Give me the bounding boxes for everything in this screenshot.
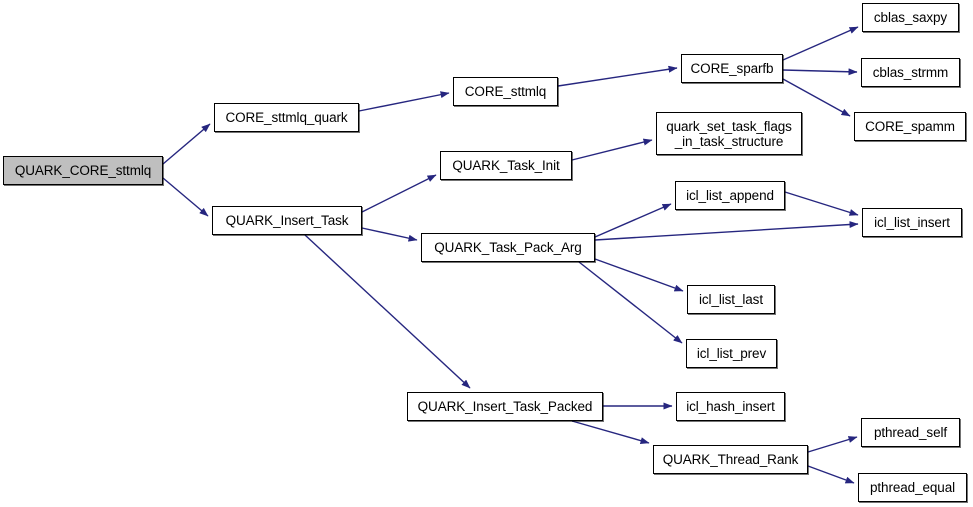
edge-quark_task_pack_arg-to-icl_list_last: [594, 258, 684, 292]
graph-node-quark_insert_task[interactable]: QUARK_Insert_Task: [212, 206, 362, 235]
graph-node-icl_hash_insert[interactable]: icl_hash_insert: [676, 392, 785, 421]
edge-quark_insert_task-to-quark_task_init: [361, 174, 437, 213]
graph-node-label: icl_list_last: [699, 292, 763, 307]
graph-node-cblas_strmm[interactable]: cblas_strmm: [861, 58, 960, 87]
graph-node-cblas_saxpy[interactable]: cblas_saxpy: [862, 3, 959, 32]
graph-node-icl_list_last[interactable]: icl_list_last: [687, 285, 775, 314]
edge-core_sparfb-to-cblas_saxpy: [782, 26, 859, 61]
graph-node-label: pthread_self: [873, 425, 948, 440]
graph-node-core_sttmlq[interactable]: CORE_sttmlq: [453, 77, 558, 106]
graph-node-label: CORE_spamm: [865, 119, 955, 134]
edge-quark_insert_task_packed-to-quark_thread_rank: [571, 420, 650, 445]
graph-node-label: cblas_strmm: [872, 65, 949, 80]
graph-node-label: CORE_sparfb: [690, 61, 774, 76]
graph-node-pthread_equal[interactable]: pthread_equal: [858, 473, 967, 502]
edge-core_sttmlq-to-core_sparfb: [557, 65, 678, 87]
edge-core_sparfb-to-core_spamm: [782, 78, 851, 117]
graph-node-quark_task_pack_arg[interactable]: QUARK_Task_Pack_Arg: [421, 233, 595, 262]
edge-quark_task_pack_arg-to-icl_list_append: [594, 203, 672, 238]
edge-quark_task_pack_arg-to-icl_list_prev: [578, 261, 683, 344]
graph-node-label: QUARK_CORE_sttmlq: [14, 163, 152, 178]
graph-node-quark_set_task_flags[interactable]: quark_set_task_flags _in_task_structure: [656, 112, 802, 155]
edge-quark_insert_task-to-quark_task_pack_arg: [361, 227, 418, 242]
edge-quark_thread_rank-to-pthread_self: [807, 436, 858, 453]
graph-node-label: QUARK_Insert_Task_Packed: [417, 399, 593, 414]
graph-node-label: CORE_sttmlq_quark: [225, 110, 348, 125]
graph-node-label: CORE_sttmlq: [464, 84, 547, 99]
edge-core_sparfb-to-cblas_strmm: [782, 68, 858, 76]
edge-quark_task_pack_arg-to-icl_list_insert: [594, 221, 859, 241]
graph-node-label: icl_list_append: [686, 188, 774, 203]
graph-node-label: icl_list_prev: [696, 346, 767, 361]
graph-node-label: QUARK_Task_Init: [452, 158, 560, 173]
edge-icl_list_append-to-icl_list_insert: [784, 191, 859, 216]
graph-node-pthread_self[interactable]: pthread_self: [861, 418, 960, 447]
graph-node-label: pthread_equal: [869, 480, 956, 495]
graph-node-icl_list_insert[interactable]: icl_list_insert: [862, 208, 962, 237]
graph-node-quark_core_sttmlq[interactable]: QUARK_CORE_sttmlq: [3, 156, 163, 185]
graph-node-core_spamm[interactable]: CORE_spamm: [854, 112, 966, 141]
edge-quark_core_sttmlq-to-core_sttmlq_quark: [162, 123, 211, 165]
graph-node-label: QUARK_Task_Pack_Arg: [434, 240, 582, 255]
graph-node-quark_thread_rank[interactable]: QUARK_Thread_Rank: [653, 445, 808, 474]
edge-quark_task_init-to-quark_set_task_flags: [571, 138, 653, 161]
graph-node-icl_list_append[interactable]: icl_list_append: [675, 181, 785, 210]
graph-node-icl_list_prev[interactable]: icl_list_prev: [686, 339, 777, 368]
edge-quark_thread_rank-to-pthread_equal: [807, 465, 855, 484]
graph-node-label: cblas_saxpy: [873, 10, 948, 25]
graph-node-core_sparfb[interactable]: CORE_sparfb: [681, 54, 783, 83]
graph-node-core_sttmlq_quark[interactable]: CORE_sttmlq_quark: [214, 103, 359, 132]
graph-node-label: QUARK_Thread_Rank: [662, 452, 799, 467]
graph-node-label: icl_hash_insert: [686, 399, 775, 414]
graph-node-quark_task_init[interactable]: QUARK_Task_Init: [440, 151, 572, 180]
graph-node-label: QUARK_Insert_Task: [225, 213, 349, 228]
edge-core_sttmlq_quark-to-core_sttmlq: [358, 91, 450, 112]
graph-node-label: quark_set_task_flags _in_task_structure: [666, 118, 792, 149]
graph-node-quark_insert_task_packed[interactable]: QUARK_Insert_Task_Packed: [407, 392, 603, 421]
graph-node-label: icl_list_insert: [874, 215, 950, 230]
edge-quark_core_sttmlq-to-quark_insert_task: [162, 177, 209, 217]
